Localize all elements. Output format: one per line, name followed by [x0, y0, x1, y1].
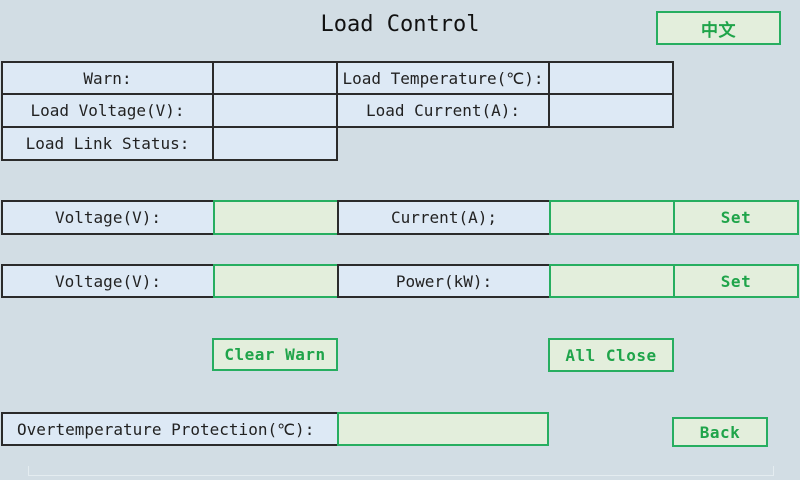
bottom-frame-line	[28, 466, 774, 476]
overtemp-protection-label: Overtemperature Protection(℃):	[1, 412, 339, 446]
set-power-button[interactable]: Set	[673, 264, 799, 298]
back-button[interactable]: Back	[672, 417, 768, 447]
page-title: Load Control	[320, 12, 480, 37]
language-toggle-button[interactable]: 中文	[656, 11, 781, 45]
set-voltage-input-2[interactable]	[213, 264, 339, 298]
set-power-input[interactable]	[549, 264, 675, 298]
all-close-button[interactable]: All Close	[548, 338, 674, 372]
set-voltage-input-1[interactable]	[213, 200, 339, 235]
load-voltage-label: Load Voltage(V):	[1, 93, 214, 128]
warn-value	[212, 61, 338, 95]
load-current-label: Load Current(A):	[336, 93, 550, 128]
load-link-status-value	[212, 126, 338, 161]
load-temperature-value	[548, 61, 674, 95]
overtemp-protection-input[interactable]	[337, 412, 549, 446]
set-current-input[interactable]	[549, 200, 675, 235]
warn-label: Warn:	[1, 61, 214, 95]
load-temperature-label: Load Temperature(℃):	[336, 61, 550, 95]
set-current-button[interactable]: Set	[673, 200, 799, 235]
load-link-status-label: Load Link Status:	[1, 126, 214, 161]
clear-warn-button[interactable]: Clear Warn	[212, 338, 338, 371]
load-current-value	[548, 93, 674, 128]
set-voltage-label-2: Voltage(V):	[1, 264, 215, 298]
set-voltage-label-1: Voltage(V):	[1, 200, 215, 235]
set-power-label: Power(kW):	[337, 264, 551, 298]
set-current-label: Current(A);	[337, 200, 551, 235]
load-voltage-value	[212, 93, 338, 128]
